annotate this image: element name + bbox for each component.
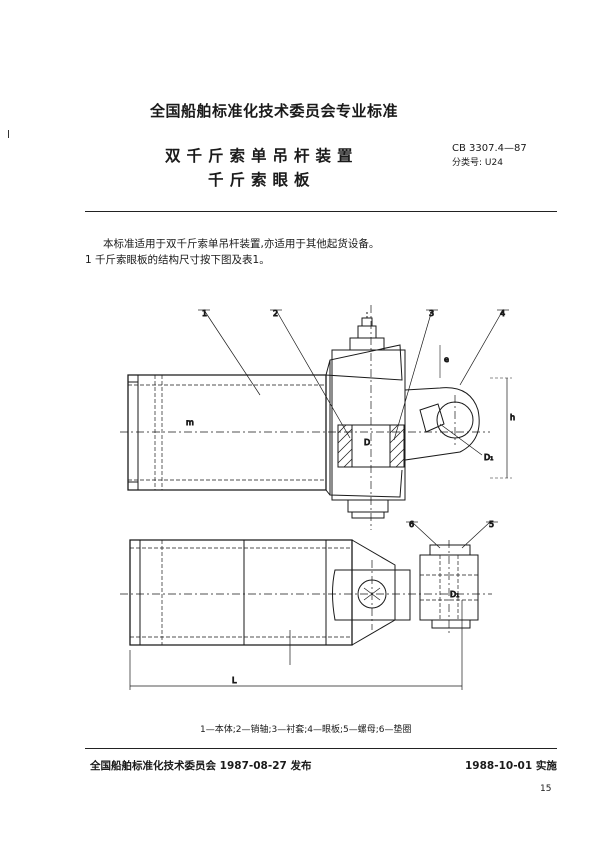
document-title: 双千斤索单吊杆装置	[165, 147, 359, 165]
figure-caption: 1—本体;2—销轴;3—衬套;4—眼板;5—螺母;6—垫圈	[200, 725, 412, 735]
callout-3: 3	[429, 309, 434, 318]
issuing-organization: 全国船舶标准化技术委员会专业标准	[150, 102, 399, 120]
page-number: 15	[540, 784, 552, 794]
callout-4: 4	[500, 309, 505, 318]
classification-number: 分类号: U24	[452, 158, 503, 168]
plan-view	[120, 521, 498, 690]
callout-6: 6	[409, 520, 414, 529]
standard-number: CB 3307.4—87	[452, 143, 527, 154]
margin-mark	[8, 130, 9, 138]
callout-5: 5	[489, 520, 494, 529]
document-subtitle: 千斤索眼板	[208, 171, 316, 189]
dim-label-D1: D₁	[484, 453, 493, 462]
scope-paragraph: 本标准适用于双千斤索单吊杆装置,亦适用于其他起货设备。	[103, 238, 380, 250]
callout-1: 1	[202, 309, 207, 318]
clause-1: 1 千斤索眼板的结构尺寸按下图及表1。	[85, 254, 270, 266]
dim-label-h: h	[510, 413, 515, 422]
callout-2: 2	[273, 309, 278, 318]
dim-label-m: m	[186, 418, 194, 427]
elevation-view	[120, 305, 512, 530]
header-divider	[85, 211, 557, 212]
footer-divider	[85, 748, 557, 749]
dim-label-D1-plan: D₁	[450, 590, 459, 599]
issue-date: 全国船舶标准化技术委员会 1987-08-27 发布	[90, 760, 312, 772]
dim-label-L: L	[232, 676, 237, 685]
effective-date: 1988-10-01 实施	[465, 760, 557, 772]
dim-label-D: D	[364, 438, 370, 447]
dim-label-e: e	[444, 355, 449, 364]
